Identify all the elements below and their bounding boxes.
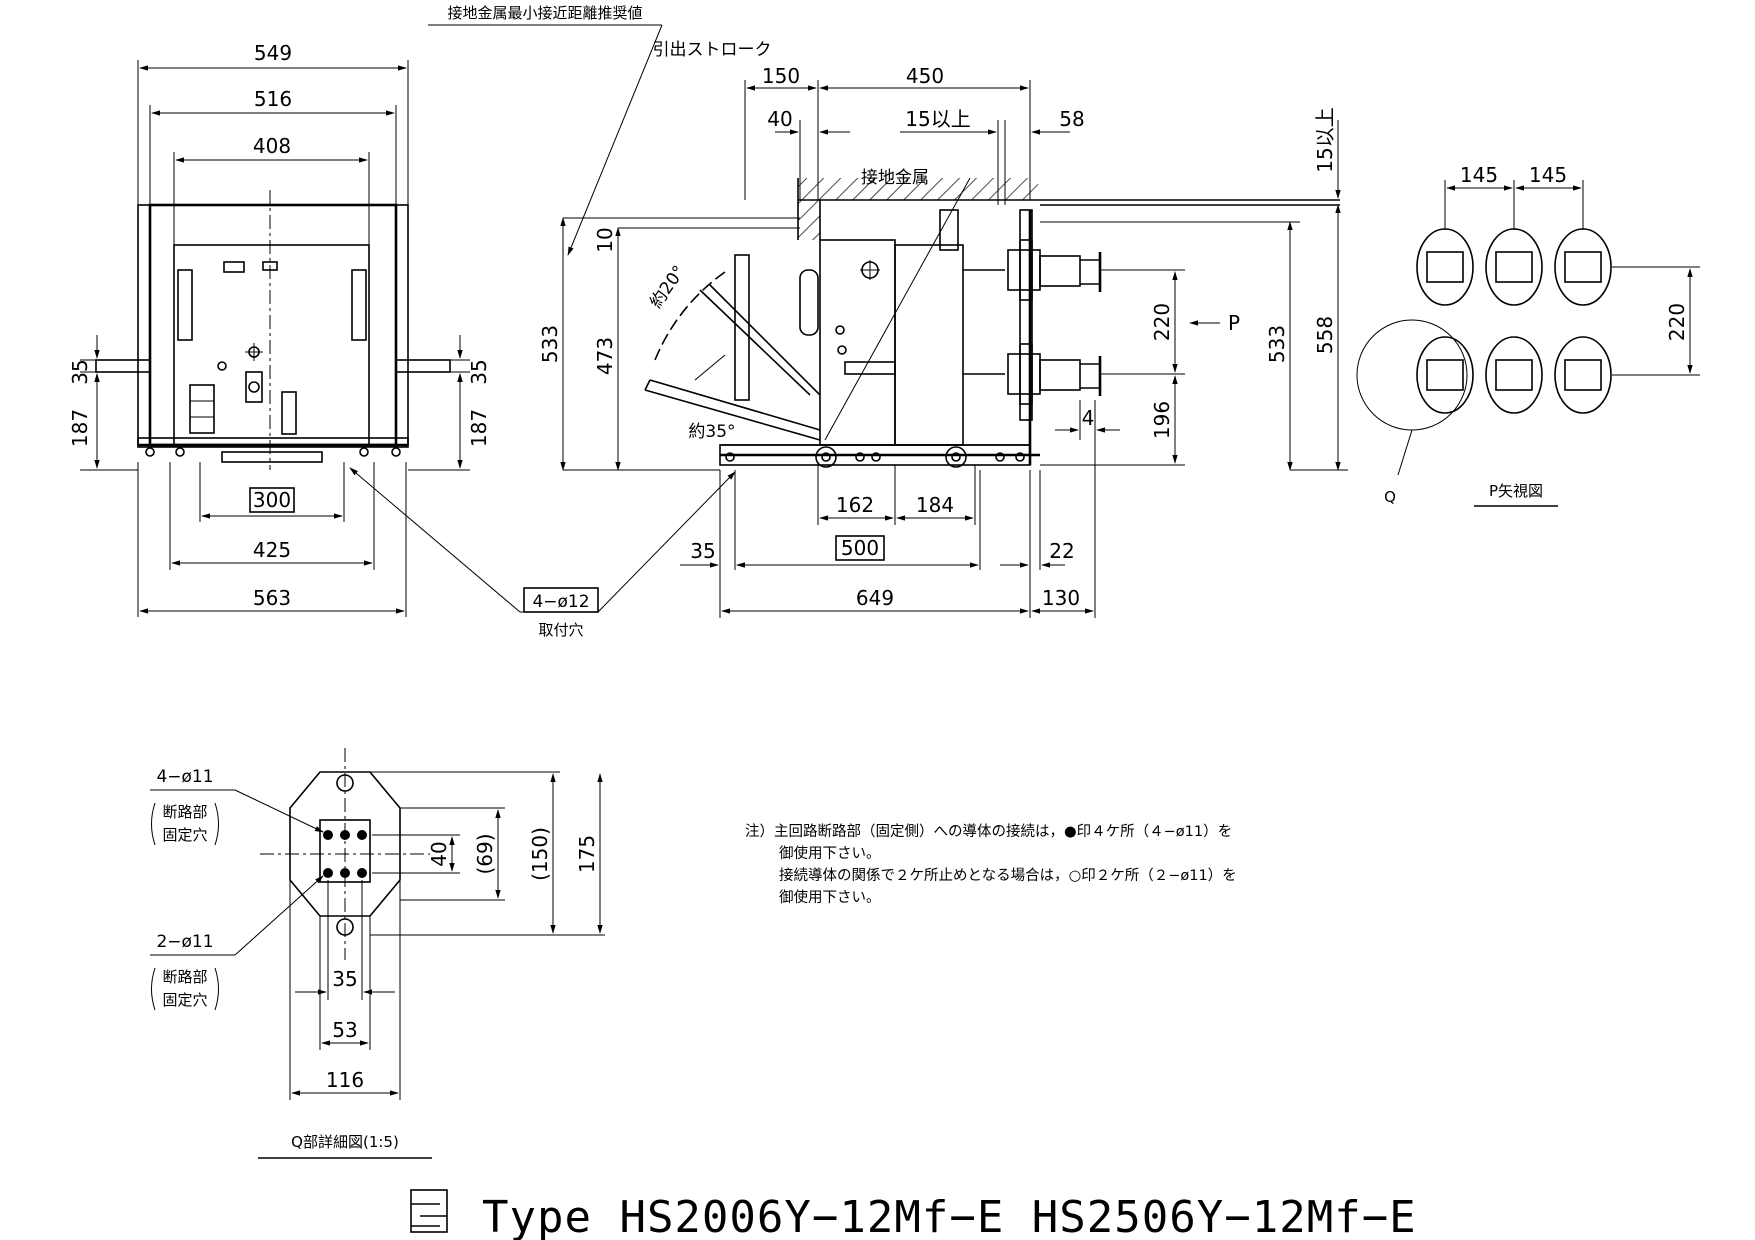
dim-220-side: 220 bbox=[1150, 303, 1174, 341]
mount-hole-caption: 取付穴 bbox=[538, 621, 583, 639]
dim-184: 184 bbox=[916, 493, 954, 517]
q-dim-175: 175 bbox=[575, 835, 599, 873]
q-label-4phi: 4−ø11 bbox=[156, 767, 213, 787]
dim-130: 130 bbox=[1042, 586, 1080, 610]
terminal-row-upper bbox=[1416, 228, 1612, 306]
dim-58: 58 bbox=[1059, 107, 1084, 131]
p-dim-145b: 145 bbox=[1529, 163, 1567, 187]
dim-533-right: 533 bbox=[1265, 325, 1289, 363]
p-dim-145a: 145 bbox=[1460, 163, 1498, 187]
note-line-2: 御使用下さい。 bbox=[779, 845, 881, 862]
company-logo-icon bbox=[410, 1189, 448, 1233]
bushing-lower bbox=[1007, 343, 1102, 405]
q-detail-caption: Q部詳細図(1:5) bbox=[291, 1133, 399, 1151]
dim-300-box bbox=[249, 487, 295, 513]
dim-22: 22 bbox=[1049, 539, 1074, 563]
note-line-1: 注）主回路断路部（固定側）への導体の接続は，●印４ケ所（４−ø11）を bbox=[745, 823, 1232, 840]
q-label-2phi-sub1: 断路部 bbox=[162, 968, 207, 986]
dim-425: 425 bbox=[253, 538, 291, 562]
dim-35-side: 35 bbox=[690, 539, 715, 563]
dim-500: 500 bbox=[841, 536, 879, 560]
q-dim-40: 40 bbox=[427, 841, 451, 866]
dim-549: 549 bbox=[254, 41, 292, 65]
q-dim-53: 53 bbox=[332, 1018, 357, 1042]
ground-metal-label: 接地金属 bbox=[861, 168, 929, 188]
p-view-caption: P矢視図 bbox=[1489, 482, 1543, 500]
dim-15min: 15以上 bbox=[905, 107, 970, 131]
dim-150: 150 bbox=[762, 64, 800, 88]
dim-4: 4 bbox=[1082, 406, 1095, 430]
q-label-4phi-sub2: 固定穴 bbox=[162, 826, 207, 844]
dim-450: 450 bbox=[906, 64, 944, 88]
q-detail-circle bbox=[1356, 319, 1468, 431]
q-label: Q bbox=[1384, 488, 1396, 506]
model-title: Type HS2006Y−12Mf−E HS2506Y−12Mf−E bbox=[482, 1192, 1417, 1240]
bushing-upper bbox=[1007, 239, 1102, 301]
dim-10: 10 bbox=[593, 227, 617, 252]
front-view: 549 516 408 300 425 563 35 187 bbox=[68, 4, 736, 639]
angle-20: 約20° bbox=[646, 262, 689, 312]
dim-473: 473 bbox=[593, 337, 617, 375]
dim-500-box bbox=[835, 535, 885, 561]
dim-35-left: 35 bbox=[68, 359, 92, 384]
note-line-3: 接続導体の関係で２ケ所止めとなる場合は，○印２ケ所（２−ø11）を bbox=[779, 867, 1237, 884]
dim-196: 196 bbox=[1150, 401, 1174, 439]
side-view: 150 450 引出ストローク 40 15以上 58 接地金属 533 473 … bbox=[538, 40, 1348, 618]
dim-563: 563 bbox=[253, 586, 291, 610]
dim-558: 558 bbox=[1313, 316, 1337, 354]
notes-block: 注）主回路断路部（固定側）への導体の接続は，●印４ケ所（４−ø11）を 御使用下… bbox=[745, 823, 1237, 906]
q-dim-69: (69) bbox=[473, 833, 497, 874]
dim-187-right: 187 bbox=[467, 409, 491, 447]
withdraw-stroke-label: 引出ストローク bbox=[653, 40, 772, 60]
dim-516: 516 bbox=[254, 87, 292, 111]
note-line-4: 御使用下さい。 bbox=[779, 889, 881, 906]
angle-35: 約35° bbox=[688, 422, 735, 442]
dim-15min-v: 15以上 bbox=[1313, 107, 1337, 172]
dim-40: 40 bbox=[767, 107, 792, 131]
dim-533-left: 533 bbox=[538, 325, 562, 363]
title-block: Type HS2006Y−12Mf−E HS2506Y−12Mf−E bbox=[410, 1189, 1417, 1240]
dim-408: 408 bbox=[253, 134, 291, 158]
q-dim-35: 35 bbox=[332, 967, 357, 991]
terminal-row-lower bbox=[1416, 336, 1612, 414]
q-dim-150: (150) bbox=[528, 827, 552, 881]
dim-649: 649 bbox=[856, 586, 894, 610]
q-label-4phi-sub1: 断路部 bbox=[162, 803, 207, 821]
q-detail-view: 40 (69) (150) 175 35 53 116 4−ø11 断路部 固定… bbox=[150, 748, 605, 1159]
mount-hole-box bbox=[523, 587, 599, 613]
ground-clearance-note: 接地金属最小接近距離推奨値 bbox=[447, 4, 642, 22]
arrow-p-label: P bbox=[1228, 311, 1240, 335]
q-label-2phi: 2−ø11 bbox=[156, 932, 213, 952]
dim-187-left: 187 bbox=[68, 409, 92, 447]
dim-162: 162 bbox=[836, 493, 874, 517]
mount-hole-label: 4−ø12 bbox=[532, 592, 589, 612]
p-view: 145 145 220 Q P矢視図 bbox=[1356, 163, 1700, 507]
dim-35-right: 35 bbox=[467, 359, 491, 384]
p-dim-220: 220 bbox=[1665, 303, 1689, 341]
dim-300: 300 bbox=[253, 488, 291, 512]
q-label-2phi-sub2: 固定穴 bbox=[162, 991, 207, 1009]
q-dim-116: 116 bbox=[326, 1068, 364, 1092]
